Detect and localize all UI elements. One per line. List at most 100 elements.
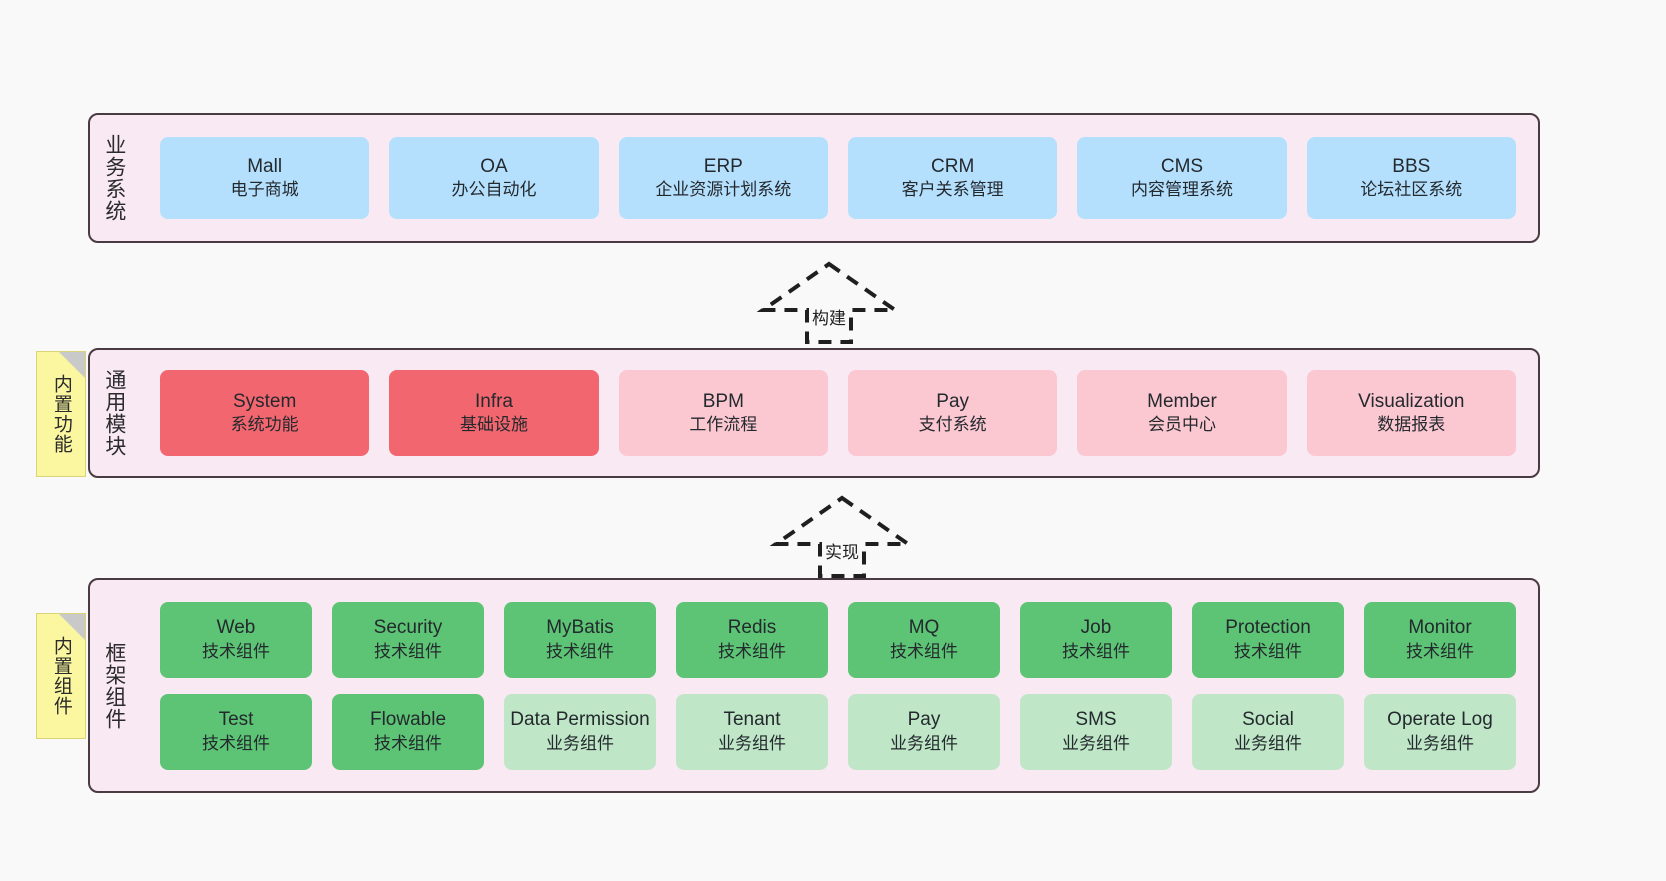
node-title: Flowable bbox=[369, 709, 447, 731]
node-data-permission[interactable]: Data Permission 业务组件 bbox=[504, 693, 656, 770]
node-title: Pay bbox=[907, 709, 941, 731]
node-title: Member bbox=[1147, 390, 1217, 412]
node-crm[interactable]: CRM 客户关系管理 bbox=[847, 137, 1058, 219]
node-title: Test bbox=[218, 709, 254, 731]
node-subtitle: 企业资源计划系统 bbox=[655, 180, 792, 200]
node-protection[interactable]: Protection 技术组件 bbox=[1192, 601, 1344, 678]
node-title: System bbox=[232, 390, 297, 412]
node-title: Mall bbox=[247, 155, 283, 177]
node-subtitle: 业务组件 bbox=[1062, 733, 1130, 753]
node-title: MyBatis bbox=[546, 617, 614, 639]
node-title: BBS bbox=[1392, 155, 1431, 177]
layer-framework-component: 框架组件 Web 技术组件 Security 技术组件 MyBatis 技术组件… bbox=[88, 578, 1540, 793]
node-title: ERP bbox=[703, 155, 743, 177]
node-title: SMS bbox=[1075, 709, 1117, 731]
node-subtitle: 技术组件 bbox=[1062, 641, 1130, 661]
layer-business-system: 业务系统 Mall 电子商城 OA 办公自动化 ERP 企业资源计划系统 CRM… bbox=[88, 113, 1540, 243]
folded-corner-icon bbox=[59, 614, 85, 640]
node-sms[interactable]: SMS 业务组件 bbox=[1020, 693, 1172, 770]
node-subtitle: 系统功能 bbox=[230, 415, 299, 435]
node-title: Protection bbox=[1225, 617, 1311, 639]
layer-business-label: 业务系统 bbox=[102, 134, 126, 222]
node-mall[interactable]: Mall 电子商城 bbox=[160, 137, 370, 219]
node-subtitle: 技术组件 bbox=[1234, 641, 1302, 661]
node-mq[interactable]: MQ 技术组件 bbox=[848, 601, 1000, 678]
framework-row-business: Test 技术组件 Flowable 技术组件 Data Permission … bbox=[160, 693, 1516, 770]
node-subtitle: 业务组件 bbox=[718, 733, 786, 753]
folded-corner-icon bbox=[59, 352, 85, 378]
node-pay-module[interactable]: Pay 支付系统 bbox=[847, 370, 1058, 456]
node-subtitle: 业务组件 bbox=[890, 733, 958, 753]
node-tenant[interactable]: Tenant 业务组件 bbox=[676, 693, 828, 770]
node-subtitle: 技术组件 bbox=[718, 641, 786, 661]
generalization-arrow-icon bbox=[769, 495, 915, 578]
node-cms[interactable]: CMS 内容管理系统 bbox=[1077, 137, 1287, 219]
node-subtitle: 技术组件 bbox=[374, 733, 442, 753]
layer-common-module: 通用模块 System 系统功能 Infra 基础设施 BPM 工作流程 Pay… bbox=[88, 348, 1540, 478]
framework-row-technical: Web 技术组件 Security 技术组件 MyBatis 技术组件 Redi… bbox=[160, 601, 1516, 678]
node-title: CRM bbox=[931, 155, 975, 177]
node-visualization[interactable]: Visualization 数据报表 bbox=[1306, 370, 1516, 456]
layer-module-label: 通用模块 bbox=[102, 369, 126, 457]
node-pay-component[interactable]: Pay 业务组件 bbox=[848, 693, 1000, 770]
connector-build: 构建 bbox=[755, 258, 903, 346]
node-title: Tenant bbox=[723, 709, 781, 731]
node-title: MQ bbox=[908, 617, 940, 639]
node-oa[interactable]: OA 办公自动化 bbox=[389, 137, 599, 219]
node-subtitle: 基础设施 bbox=[459, 415, 528, 435]
node-title: CMS bbox=[1160, 155, 1204, 177]
layer-module-nodes: System 系统功能 Infra 基础设施 BPM 工作流程 Pay 支付系统… bbox=[138, 350, 1538, 476]
node-system[interactable]: System 系统功能 bbox=[160, 370, 370, 456]
node-redis[interactable]: Redis 技术组件 bbox=[676, 601, 828, 678]
node-subtitle: 内容管理系统 bbox=[1130, 180, 1233, 200]
node-subtitle: 技术组件 bbox=[202, 641, 270, 661]
node-subtitle: 技术组件 bbox=[202, 733, 270, 753]
node-job[interactable]: Job 技术组件 bbox=[1020, 601, 1172, 678]
node-bpm[interactable]: BPM 工作流程 bbox=[618, 370, 828, 456]
node-title: BPM bbox=[702, 390, 744, 412]
node-bbs[interactable]: BBS 论坛社区系统 bbox=[1306, 137, 1516, 219]
node-subtitle: 数据报表 bbox=[1377, 415, 1446, 435]
node-subtitle: 技术组件 bbox=[374, 641, 442, 661]
node-title: Operate Log bbox=[1387, 709, 1493, 731]
layer-framework-label: 框架组件 bbox=[102, 641, 126, 730]
node-flowable[interactable]: Flowable 技术组件 bbox=[332, 693, 484, 770]
node-subtitle: 电子商城 bbox=[230, 180, 299, 200]
node-subtitle: 会员中心 bbox=[1147, 415, 1216, 435]
node-title: Pay bbox=[936, 390, 970, 412]
node-security[interactable]: Security 技术组件 bbox=[332, 601, 484, 678]
sticky-note-builtin-components: 内置组件 bbox=[36, 613, 86, 739]
node-title: Data Permission bbox=[510, 709, 650, 731]
connector-implement: 实现 bbox=[768, 492, 916, 580]
node-title: Web bbox=[216, 617, 256, 639]
connector-implement-label: 实现 bbox=[825, 543, 859, 562]
node-test[interactable]: Test 技术组件 bbox=[160, 693, 312, 770]
node-title: Security bbox=[373, 617, 443, 639]
node-subtitle: 办公自动化 bbox=[451, 180, 537, 200]
node-title: Social bbox=[1242, 709, 1294, 731]
node-title: Redis bbox=[727, 617, 777, 639]
node-subtitle: 技术组件 bbox=[546, 641, 614, 661]
node-title: Visualization bbox=[1358, 390, 1465, 412]
node-subtitle: 技术组件 bbox=[890, 641, 958, 661]
node-erp[interactable]: ERP 企业资源计划系统 bbox=[618, 137, 828, 219]
node-social[interactable]: Social 业务组件 bbox=[1192, 693, 1344, 770]
node-web[interactable]: Web 技术组件 bbox=[160, 601, 312, 678]
generalization-arrow-icon bbox=[756, 261, 902, 344]
layer-business-nodes: Mall 电子商城 OA 办公自动化 ERP 企业资源计划系统 CRM 客户关系… bbox=[138, 115, 1538, 241]
node-infra[interactable]: Infra 基础设施 bbox=[389, 370, 599, 456]
node-title: Job bbox=[1080, 617, 1112, 639]
sticky-note-text: 内置功能 bbox=[50, 374, 72, 454]
node-mybatis[interactable]: MyBatis 技术组件 bbox=[504, 601, 656, 678]
node-subtitle: 支付系统 bbox=[918, 415, 987, 435]
sticky-note-builtin-features: 内置功能 bbox=[36, 351, 86, 477]
node-member[interactable]: Member 会员中心 bbox=[1077, 370, 1287, 456]
sticky-note-text: 内置组件 bbox=[50, 636, 72, 716]
connector-build-label: 构建 bbox=[812, 309, 846, 328]
node-subtitle: 工作流程 bbox=[689, 415, 758, 435]
node-operate-log[interactable]: Operate Log 业务组件 bbox=[1364, 693, 1516, 770]
node-title: Monitor bbox=[1408, 617, 1472, 639]
node-subtitle: 业务组件 bbox=[1234, 733, 1302, 753]
node-monitor[interactable]: Monitor 技术组件 bbox=[1364, 601, 1516, 678]
